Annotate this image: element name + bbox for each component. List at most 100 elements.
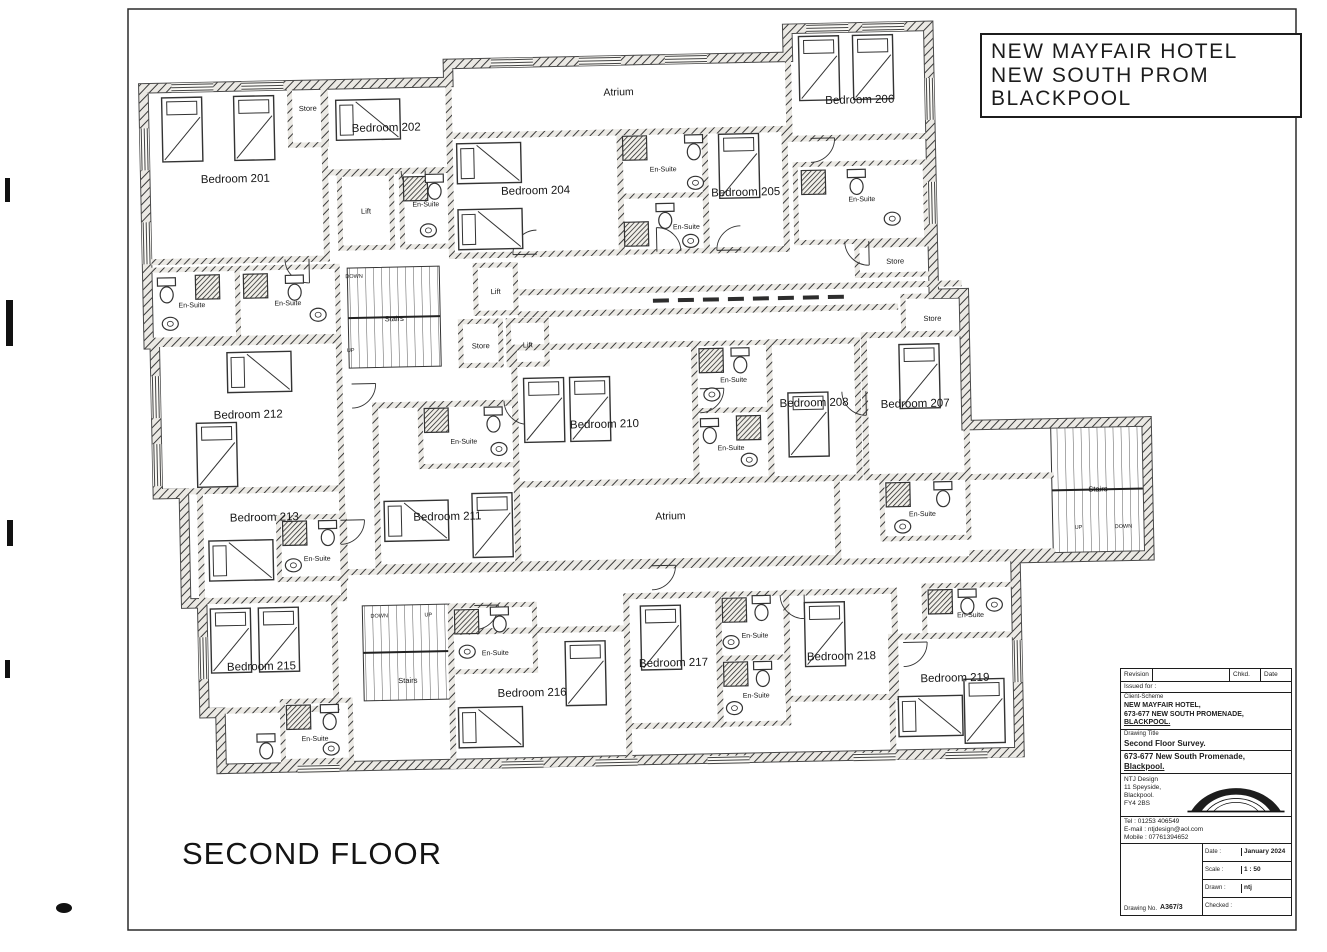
- sink-icon: [725, 700, 744, 716]
- lift-outline: [472, 262, 519, 316]
- checked-label: Checked :: [1205, 902, 1233, 909]
- stairs-rail: [363, 650, 452, 654]
- ensuite-label: En-Suite: [743, 692, 770, 700]
- plan-labels: Bedroom 201 Bedroom 202 Bedroom 204 Bedr…: [178, 86, 1132, 743]
- toilet-icon: [156, 277, 177, 304]
- bed-icon: [455, 141, 523, 185]
- drawing-no-label: Drawing No.: [1124, 905, 1158, 912]
- window-icon: [240, 80, 284, 92]
- shower-icon: [423, 407, 450, 434]
- room-label-219: Bedroom 219: [920, 672, 989, 685]
- tel-line: Tel : 01253 406549: [1124, 817, 1180, 825]
- scan-speck: [7, 520, 13, 546]
- window-icon: [197, 636, 209, 680]
- toilet-icon: [655, 202, 676, 230]
- ensuite-label: En-Suite: [848, 196, 875, 204]
- sink-icon: [681, 233, 700, 249]
- meta-section: Drawing No. A367/3 Date : January 2024 S…: [1121, 843, 1291, 915]
- shower-icon: [722, 661, 749, 687]
- sink-icon: [722, 634, 740, 650]
- toilet-icon: [752, 660, 773, 688]
- drawn-row: Drawn : ntj: [1203, 880, 1291, 898]
- door-arc-icon: [650, 564, 677, 591]
- header-title-box: NEW MAYFAIR HOTEL NEW SOUTH PROM BLACKPO…: [980, 33, 1302, 119]
- lift-outline: [336, 170, 396, 251]
- corridor-wall: [517, 280, 962, 296]
- toilet-icon: [256, 733, 277, 760]
- stairs-label: Stairs: [398, 676, 418, 685]
- room-label-204: Bedroom 204: [501, 184, 571, 197]
- window-icon: [944, 749, 989, 761]
- scan-speck: [5, 178, 10, 202]
- stairs-label: Stairs: [1088, 484, 1108, 493]
- drawing-no-cell: Drawing No. A367/3: [1121, 843, 1203, 915]
- scan-speck: [5, 660, 10, 678]
- corridor-wall: [967, 472, 1054, 481]
- window-icon: [664, 53, 708, 65]
- bed-icon: [851, 33, 895, 101]
- window-icon: [924, 77, 936, 121]
- checked-row: Checked :: [1203, 898, 1291, 915]
- toilet-icon: [483, 406, 504, 433]
- date-value: January 2024: [1241, 848, 1291, 857]
- room-label-208: Bedroom 208: [779, 397, 848, 410]
- shower-icon: [281, 520, 308, 547]
- atrium-label: Atrium: [603, 86, 634, 99]
- designer-addr-2: Blackpool.: [1124, 791, 1154, 799]
- up-label: UP: [1075, 525, 1083, 531]
- corridor-wall: [969, 548, 1056, 557]
- stairs-group: [346, 265, 1146, 702]
- corridor-dashed-line: [652, 294, 846, 303]
- up-label: UP: [347, 348, 355, 354]
- window-icon: [297, 763, 341, 775]
- sink-icon: [893, 519, 912, 534]
- bed-icon: [208, 539, 275, 582]
- shower-icon: [242, 273, 269, 299]
- client-scheme-label: Client-Scheme: [1124, 694, 1164, 701]
- store-label: Store: [472, 341, 490, 350]
- stairs-rail: [348, 315, 441, 320]
- up-label: UP: [424, 612, 432, 618]
- sink-icon: [703, 387, 721, 402]
- lift-outline: [505, 317, 550, 368]
- ensuite-label: En-Suite: [957, 612, 984, 620]
- down-label: DOWN: [370, 613, 388, 619]
- door-arc-icon: [810, 137, 836, 163]
- client-line-3: BLACKPOOL.: [1124, 719, 1171, 727]
- chkd-column-label: Chkd.: [1229, 669, 1260, 682]
- toilet-icon: [284, 274, 305, 301]
- room-label-215: Bedroom 215: [227, 660, 296, 673]
- ensuite-label: En-Suite: [178, 302, 205, 310]
- shower-icon: [735, 414, 762, 441]
- ensuite-label: En-Suite: [450, 438, 477, 446]
- site-address-section: 673-677 New South Promenade, Blackpool.: [1121, 751, 1291, 774]
- shower-icon: [927, 588, 954, 615]
- shower-icon: [285, 704, 312, 731]
- drawing-title-section: Drawing Title Second Floor Survey.: [1121, 730, 1291, 751]
- email-line: E-mail : ntjdesign@aol.com: [1124, 825, 1204, 833]
- room-label-212: Bedroom 212: [214, 408, 283, 421]
- ensuite-outline: [792, 159, 930, 246]
- window-icon: [151, 443, 163, 487]
- shower-icon: [402, 175, 429, 202]
- room-label-207: Bedroom 207: [881, 398, 950, 411]
- scan-speck: [6, 300, 13, 346]
- ensuite-label: En-Suite: [650, 166, 677, 174]
- window-icon: [861, 21, 905, 33]
- window-icon: [141, 221, 153, 265]
- sink-icon: [985, 597, 1004, 612]
- sink-icon: [284, 558, 303, 573]
- shower-icon: [194, 274, 221, 300]
- lift-label: Lift: [523, 340, 534, 349]
- drawing-title-value: Second Floor Survey.: [1124, 738, 1206, 748]
- lift-label: Lift: [361, 207, 372, 216]
- contacts-section: Tel : 01253 406549 E-mail : ntjdesign@ao…: [1121, 817, 1291, 844]
- store-label: Store: [886, 256, 904, 265]
- toilet-icon: [933, 480, 953, 508]
- shower-icon: [453, 608, 480, 635]
- down-label: DOWN: [345, 274, 363, 280]
- ensuite-outline: [234, 263, 342, 341]
- shower-icon: [621, 135, 648, 161]
- revision-row: Revision Chkd. Date: [1121, 669, 1291, 683]
- window-icon: [852, 751, 897, 763]
